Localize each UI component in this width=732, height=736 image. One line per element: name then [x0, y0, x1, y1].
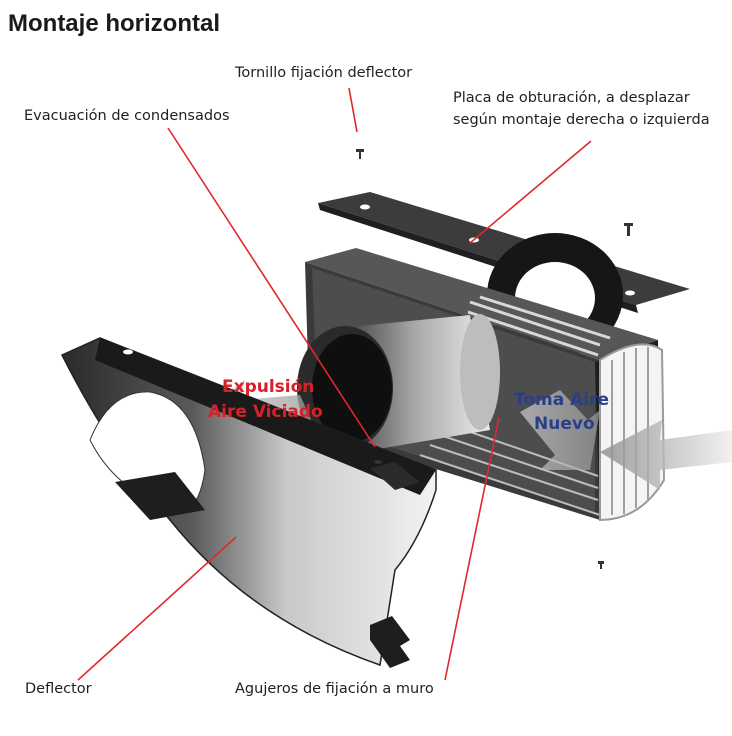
callout-line-screw: [348, 87, 358, 133]
label-exhaust-line2: Aire Viciado: [208, 402, 323, 422]
screw-right: [624, 223, 633, 236]
deflector: [60, 337, 437, 668]
screw-bottom: [598, 561, 604, 569]
label-condensate: Evacuación de condensados: [24, 108, 230, 124]
label-intake-line1: Toma Aire: [514, 390, 609, 410]
label-wall-holes: Agujeros de fijación a muro: [235, 681, 434, 697]
callout-line-deflector: [77, 536, 237, 681]
callout-line-condensate: [167, 127, 376, 448]
label-deflector: Deflector: [25, 681, 92, 697]
intake-arrow: [520, 390, 732, 490]
label-plate-line2: según montaje derecha o izquierda: [453, 112, 710, 128]
page-title: Montaje horizontal: [8, 10, 220, 37]
callout-line-wall-holes: [444, 417, 500, 681]
label-plate-line1: Placa de obturación, a desplazar: [453, 90, 690, 106]
callout-line-plate: [469, 140, 592, 244]
callout-lines: [77, 87, 592, 681]
exhaust-tube: [297, 314, 500, 452]
label-intake-line2: Nuevo: [534, 414, 595, 434]
screw-top: [356, 149, 364, 159]
label-screw-deflector: Tornillo fijación deflector: [234, 65, 412, 81]
label-exhaust-line1: Expulsión: [222, 377, 314, 397]
